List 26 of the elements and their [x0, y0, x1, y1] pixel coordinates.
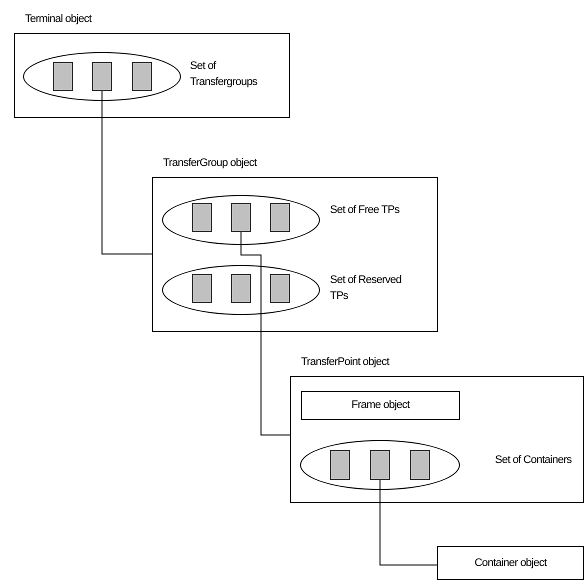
object-title: TransferPoint object [301, 355, 390, 370]
connector-line [380, 480, 438, 566]
element-square [270, 203, 290, 232]
element-square [92, 62, 112, 91]
set-label: Set of Containers [495, 453, 573, 468]
set-label: Set of Transfergroups [190, 59, 258, 90]
set-label: Set of Reserved TPs [330, 273, 402, 304]
element-square [132, 62, 152, 91]
element-square [231, 274, 251, 303]
element-square [53, 62, 73, 91]
object-box [437, 546, 584, 580]
object-title: TransferGroup object [163, 156, 257, 171]
object-title: Terminal object [25, 12, 92, 27]
element-square [330, 450, 350, 480]
connector-line [102, 90, 152, 254]
object-field [301, 391, 460, 420]
element-square [231, 203, 251, 232]
object-title: Frame object [351, 398, 410, 414]
element-square [370, 450, 390, 480]
element-square [410, 450, 430, 480]
object-title: Container object [474, 556, 547, 571]
element-square [192, 274, 212, 303]
connector-line [240, 232, 290, 436]
element-square [270, 274, 290, 303]
element-square [192, 203, 212, 232]
set-label: Set of Free TPs [330, 203, 400, 218]
